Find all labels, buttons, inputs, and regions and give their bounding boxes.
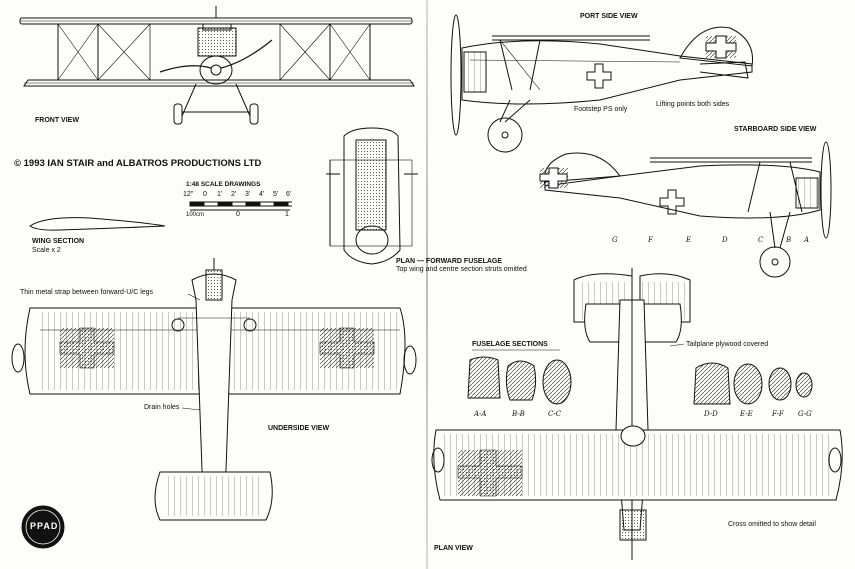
station-letter: F	[648, 236, 653, 244]
albatros-logo	[21, 505, 65, 549]
starboard-side-view-drawing	[539, 141, 832, 278]
scale-tick-label: 4'	[259, 191, 265, 198]
metal-strap-note: Thin metal strap between forward-U/C leg…	[20, 289, 154, 296]
section-label: A-A	[474, 410, 487, 418]
drain-holes-note: Drain holes	[144, 404, 180, 411]
front-view-title: FRONT VIEW	[35, 117, 79, 124]
underside-view-drawing	[11, 258, 417, 521]
tailplane-note: Tailplane plywood covered	[686, 341, 769, 348]
station-letter: A	[804, 236, 810, 244]
scale-tick-label: 1'	[217, 191, 223, 198]
station-letter: G	[612, 236, 618, 244]
plan-view-drawing	[431, 268, 843, 560]
section-label: D-D	[704, 410, 718, 418]
fuselage-sections-title: FUSELAGE SECTIONS	[472, 341, 548, 348]
plan-forward-fuselage-drawing	[326, 127, 418, 265]
scale-title: 1:48 SCALE DRAWINGS	[186, 181, 261, 188]
lifting-points-note: Lifting points both sides	[656, 101, 730, 108]
footstep-note: Footstep PS only	[574, 106, 628, 113]
plan-forward-fuselage-note: Top wing and centre section struts omitt…	[396, 266, 527, 273]
plan-view-title: PLAN VIEW	[434, 545, 473, 552]
page-fold	[426, 0, 428, 569]
port-side-view-title: PORT SIDE VIEW	[580, 13, 638, 20]
fuselage-sections-drawing	[467, 349, 813, 405]
station-letter: C	[758, 236, 764, 244]
copyright-notice: © 1993 IAN STAIR and ALBATROS PRODUCTION…	[14, 158, 262, 169]
scale-tick-label: 5'	[273, 191, 279, 198]
section-label: G-G	[798, 410, 812, 418]
scale-tick-label: 3'	[245, 191, 251, 198]
scale-tick-label: 12"	[183, 191, 194, 198]
scale-tick-label: 0	[203, 191, 207, 198]
station-letter: D	[722, 236, 728, 244]
section-label: F-F	[772, 410, 784, 418]
underside-view-title: UNDERSIDE VIEW	[268, 425, 330, 432]
scale-tick-label: 100cm	[186, 212, 205, 218]
wing-section-drawing	[29, 217, 166, 231]
scale-tick-label: 2'	[231, 191, 237, 198]
scale-tick-label: 0	[236, 211, 240, 218]
station-letter: B	[786, 236, 792, 244]
cross-omitted-note: Cross omitted to show detail	[728, 521, 816, 528]
wing-section-title: WING SECTION	[32, 238, 85, 245]
station-letter: E	[686, 236, 692, 244]
starboard-side-view-title: STARBOARD SIDE VIEW	[734, 126, 817, 133]
plan-forward-fuselage-title: PLAN — FORWARD FUSELAGE	[396, 258, 503, 265]
front-view-drawing	[19, 6, 415, 125]
wing-section-scale: Scale x 2	[32, 247, 61, 254]
scale-bar	[189, 201, 292, 211]
section-label: C-C	[548, 410, 562, 418]
section-label: B-B	[512, 410, 525, 418]
logo-text: PPAD	[30, 521, 59, 531]
scale-tick-label: 6'	[286, 191, 292, 198]
port-side-view-drawing	[450, 14, 754, 153]
section-label: E-E	[740, 410, 753, 418]
scale-tick-label: 1	[285, 211, 289, 218]
